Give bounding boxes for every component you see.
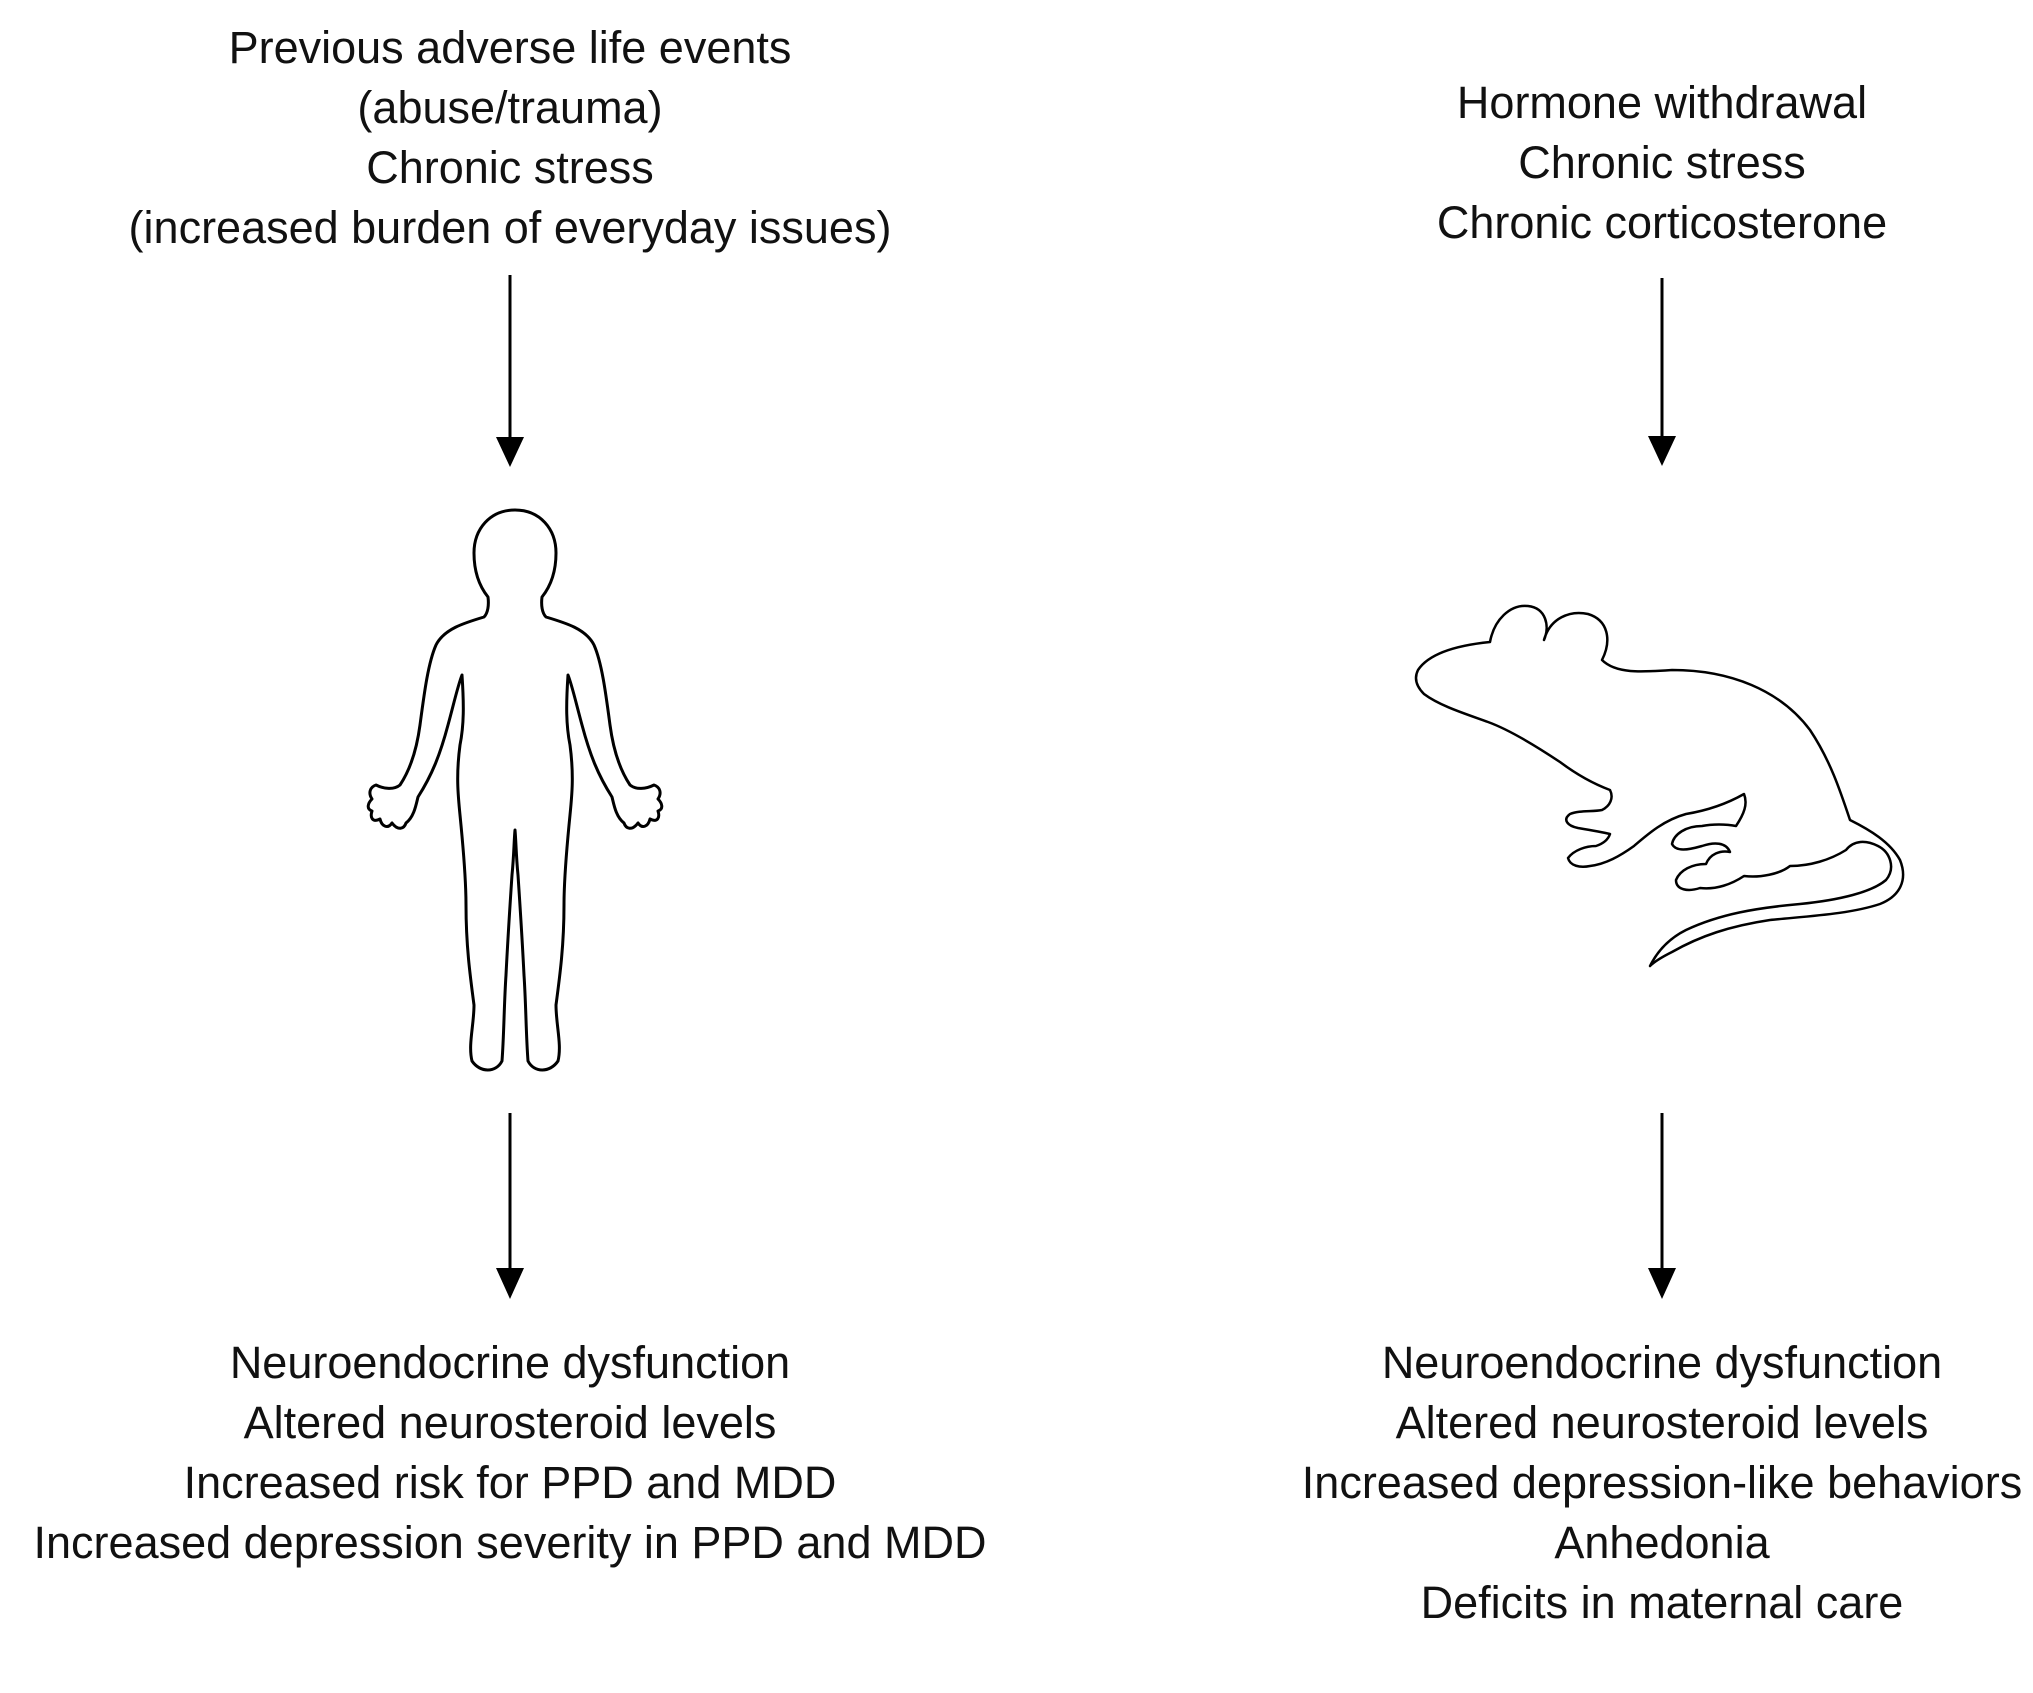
human-bottom-arrow	[496, 1113, 524, 1299]
rodent-outcome-line: Neuroendocrine dysfunction	[1381, 1337, 1943, 1388]
rodent-figure-icon	[1414, 604, 1905, 968]
rodent-cause-line: Chronic stress	[1518, 137, 1806, 188]
human-top-arrow	[496, 275, 524, 467]
human-outcome-line: Neuroendocrine dysfunction	[229, 1337, 791, 1388]
human-cause-line: (increased burden of everyday issues)	[128, 202, 892, 253]
rodent-bottom-arrow	[1648, 1113, 1676, 1299]
human-outcomes-text: Neuroendocrine dysfunction Altered neuro…	[34, 1333, 987, 1573]
rodent-outcome-line: Increased depression-like behaviors	[1301, 1457, 2023, 1508]
human-causes-text: Previous adverse life events (abuse/trau…	[129, 18, 892, 258]
human-outcome-line: Increased risk for PPD and MDD	[183, 1457, 837, 1508]
human-outcome-line: Altered neurosteroid levels	[243, 1397, 777, 1448]
human-cause-line: Chronic stress	[366, 142, 654, 193]
rodent-outcome-line: Altered neurosteroid levels	[1395, 1397, 1929, 1448]
rodent-outcomes-text: Neuroendocrine dysfunction Altered neuro…	[1302, 1333, 2022, 1633]
human-cause-line: Previous adverse life events	[228, 22, 792, 73]
rodent-cause-line: Chronic corticosterone	[1436, 197, 1888, 248]
rodent-outcome-line: Anhedonia	[1554, 1517, 1770, 1568]
rodent-cause-line: Hormone withdrawal	[1456, 77, 1868, 128]
human-cause-line: (abuse/trauma)	[357, 82, 663, 133]
human-outcome-line: Increased depression severity in PPD and…	[33, 1517, 987, 1568]
human-figure-icon	[366, 508, 664, 1072]
rodent-causes-text: Hormone withdrawal Chronic stress Chroni…	[1437, 73, 1887, 253]
rodent-top-arrow	[1648, 278, 1676, 466]
rodent-outcome-line: Deficits in maternal care	[1420, 1577, 1904, 1628]
